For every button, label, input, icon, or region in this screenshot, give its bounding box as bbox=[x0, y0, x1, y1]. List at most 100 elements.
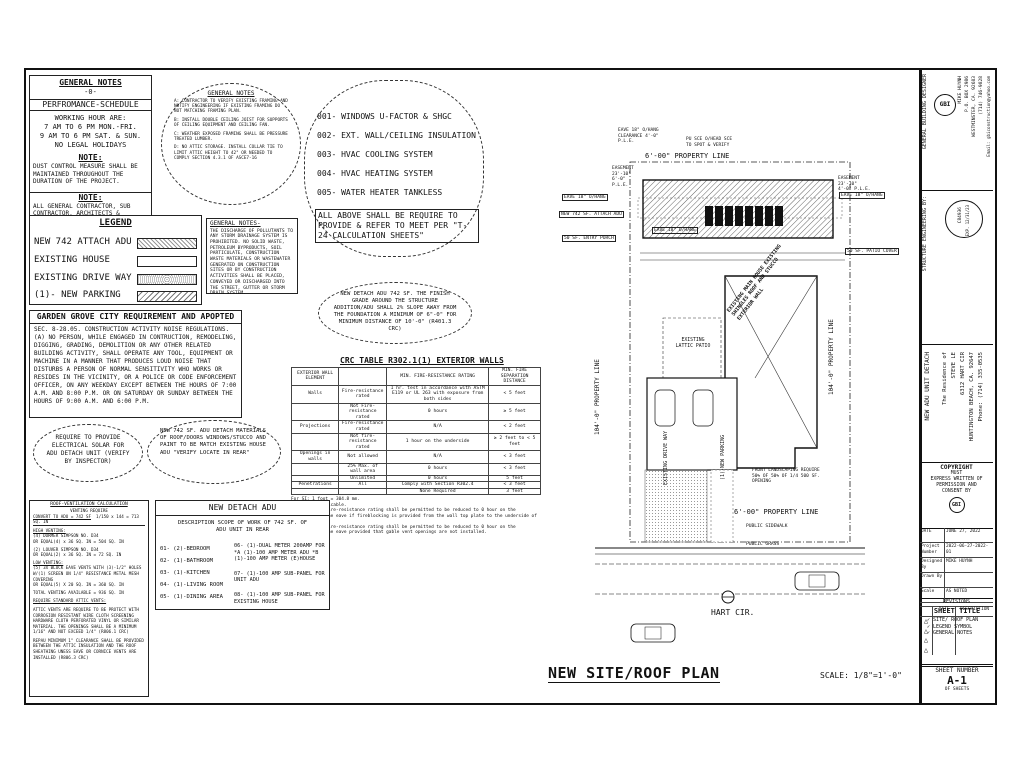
site-plan bbox=[595, 161, 865, 643]
crc-cell: < 3 feet bbox=[488, 462, 541, 476]
engineer-seal-icon: C84936 EXP. 12/31/23 bbox=[945, 200, 983, 238]
scope-item: 04- (1)-LIVING ROOM bbox=[160, 582, 223, 588]
sheet-title-item: ✓ SITE/ ROOF PLAN bbox=[927, 617, 979, 623]
legend-label: (1)- NEW PARKING bbox=[34, 290, 121, 300]
crc-cell bbox=[290, 474, 340, 483]
legend-box: LEGEND NEW 742 ATTACH ADU EXISTING HOUSE… bbox=[29, 215, 202, 305]
scope-item: 02- (1)-BATHROOM bbox=[160, 558, 213, 564]
site-label-eave-left: EAVE 18" O/HANG bbox=[562, 194, 608, 201]
scope-item: 05- (1)-DINING AREA bbox=[160, 594, 223, 600]
crc-cell: 1 hr. test in accordance with ASTM E119 … bbox=[386, 384, 490, 404]
roof-vent-line: (4) DORMER SIMPSON NO. D34 bbox=[33, 533, 99, 539]
crc-table: EXTERIOR WALL ELEMENT MIN. FIRE-RESISTAN… bbox=[290, 367, 541, 496]
cloud-note-item: A: CONTRACTOR TO VERIFY EXISTING FRAMING… bbox=[174, 98, 288, 115]
roof-ridge-line bbox=[754, 275, 818, 379]
sheet-number: A-1 bbox=[947, 674, 967, 687]
solar-panels bbox=[705, 206, 783, 226]
crc-cell: 3 feet bbox=[488, 487, 541, 496]
title-block: GENERAL BUILDING DESIGNER GBI MIKE HUYNH… bbox=[920, 68, 995, 703]
working-hours-line: WORKING HOUR ARE: bbox=[54, 114, 127, 122]
crc-cell bbox=[290, 462, 340, 476]
crc-header: EXTERIOR WALL ELEMENT bbox=[290, 367, 340, 386]
site-label-existing-drive: EXISTING DRIVE WAY bbox=[663, 430, 669, 485]
scope-item: 07- (1)-100 AMP SUB-PANEL FOR UNIT ADU bbox=[234, 570, 325, 584]
working-hours-line: 9 AM TO 6 PM SAT. & SUN. bbox=[39, 132, 142, 140]
crc-cell: Penetrations bbox=[290, 481, 340, 489]
crc-cell: Walls bbox=[290, 384, 340, 404]
info-value bbox=[945, 573, 993, 587]
info-row: Drawn By bbox=[920, 573, 993, 588]
revision-delta-icons: △△△△ bbox=[920, 617, 933, 655]
scope-item: 08- (1)-100 AMP SUB-PANEL FOR EXISTING H… bbox=[234, 591, 325, 605]
site-label-property-line-top: 6'-00" PROPERTY LINE bbox=[645, 152, 730, 160]
scope-item: 06- (1)-DUAL METER 200AMP FOR *A (1)-100… bbox=[234, 543, 325, 563]
project-title: NEW ADU UNIT DETACH bbox=[924, 352, 931, 421]
roof-vent-line: OR EQUAL(4) x 36 SQ. IN = 504 SQ. IN bbox=[33, 538, 124, 544]
sheet-title-item: ✓ LEGEND SYMBOL bbox=[927, 623, 973, 630]
info-label: DATE bbox=[920, 528, 945, 542]
crc-cell bbox=[290, 402, 340, 422]
site-label-eave-lower: EAVE 18" O/HANG bbox=[652, 227, 698, 234]
project-address: 6312 HART CIR bbox=[960, 352, 966, 396]
sheet-title-box: SHEET TITLE ✓ SITE/ ROOF PLAN ✓ LEGEND S… bbox=[921, 604, 993, 660]
crc-cell: All bbox=[338, 481, 388, 489]
general-notes-2-box: GENERAL NOTES- THE DISCHARGE OF POLLUTAN… bbox=[206, 218, 298, 297]
crc-cell: 0 hours bbox=[386, 474, 490, 483]
scope-title: NEW DETACH ADU bbox=[156, 501, 329, 516]
info-label: Project Number bbox=[920, 543, 945, 557]
general-notes-title: GENERAL NOTES bbox=[59, 78, 122, 87]
materials-cloud: NEW 742 SF. ADU DETACH MATERIALS OF ROOF… bbox=[147, 420, 281, 484]
working-hours-line: NO LEGAL HOLIDAYS bbox=[54, 141, 127, 149]
crc-cell: Fire-resistance rated bbox=[338, 420, 388, 434]
crc-cell: < 5 feet bbox=[488, 384, 541, 404]
site-label-eave-clearance: EAVE 18" O/HANG CLEARANCE 4'-0" P.L.E. bbox=[618, 128, 659, 144]
scope-item: 01- (2)-BEDROOM bbox=[160, 546, 210, 552]
legend-swatch-parking bbox=[137, 291, 197, 302]
designer-po: P.O. BOX 2986 bbox=[965, 76, 970, 112]
car-icon bbox=[794, 571, 840, 591]
owner-name: STEVE LE bbox=[951, 352, 957, 379]
copyright-line: MUST bbox=[950, 471, 963, 476]
garden-grove-text: SEC. 8-28.05. CONSTRUCTION ACTIVITY NOIS… bbox=[34, 326, 237, 405]
designer-city: WESTMINSTER, CA. 92683 bbox=[972, 76, 977, 137]
site-label-easement-right: EASEMENT 23'-10" 4'-0" P.L.E. bbox=[838, 176, 871, 192]
scope-box: NEW DETACH ADU DESCRIPTION SCOPE OF WORK… bbox=[155, 500, 330, 610]
roof-ridge-line bbox=[724, 275, 818, 449]
crc-cell: Projections bbox=[290, 420, 340, 434]
roof-vent-line: REQUIRE STANDARD ATTIC VENTS: bbox=[33, 598, 107, 604]
copyright-title: COPYRIGHT bbox=[940, 464, 973, 471]
info-value: AS NOTED bbox=[946, 589, 968, 594]
info-label: Drawn By bbox=[920, 573, 945, 587]
general-notes-2-text: THE DISCHARGE OF POLLUTANTS TO ANY STORM… bbox=[210, 228, 293, 297]
scope-subtitle: DESCRIPTION SCOPE OF WORK OF 742 SF. OF … bbox=[177, 520, 308, 533]
info-label: Designed By bbox=[920, 558, 945, 572]
garden-grove-box: GARDEN GROVE CITY REQUIREMENT AND APOPTE… bbox=[29, 310, 242, 418]
crc-cell: Not allowed bbox=[338, 450, 388, 464]
crc-cell: 5 feet bbox=[488, 474, 541, 483]
car-icon bbox=[692, 389, 714, 427]
copyright-line: CONSENT BY bbox=[942, 489, 971, 494]
general-notes-cloud: GENERAL NOTES A: CONTRACTOR TO VERIFY EX… bbox=[161, 83, 301, 205]
existing-driveway bbox=[644, 469, 708, 543]
roof-vent-box: ROOF-VENTILATION CALCULATION VENTING REQ… bbox=[29, 500, 149, 697]
crc-cell: < 2 feet bbox=[488, 420, 541, 434]
crc-footnote: b. Roof eave fire-resistance rating shal… bbox=[291, 524, 516, 535]
roof-vent-line: LOW VENTING: bbox=[33, 559, 64, 565]
gbi-logo: GBI bbox=[948, 497, 965, 513]
roof-vent-line: OR EQUAL(2) x 36 SQ. IN = 72 SQ. IN bbox=[33, 552, 122, 558]
crc-table-title: CRC TABLE R302.1(1) EXTERIOR WALLS bbox=[340, 356, 504, 365]
finish-grade-text: NEW DETACH ADU 742 SF. THE FINISH GRADE … bbox=[333, 291, 457, 332]
site-label-easement-left: EASEMENT 23'-10" 6'-0" P.L.E. bbox=[612, 166, 634, 188]
engineer-seal-exp: EXP. 12/31/23 bbox=[965, 205, 970, 237]
cloud-note-item: D: NO ATTIC STORAGE. INSTALL COLLAR TIE … bbox=[174, 145, 283, 162]
crc-cell bbox=[338, 487, 388, 496]
scope-item: 03- (1)-KITCHEN bbox=[160, 570, 210, 576]
car-icon bbox=[630, 623, 676, 643]
roof-vent-line: TOTAL VENTING AVAILABLE = 936 SQ. IN bbox=[33, 589, 124, 595]
plan-title: NEW SITE/ROOF PLAN bbox=[548, 664, 720, 683]
